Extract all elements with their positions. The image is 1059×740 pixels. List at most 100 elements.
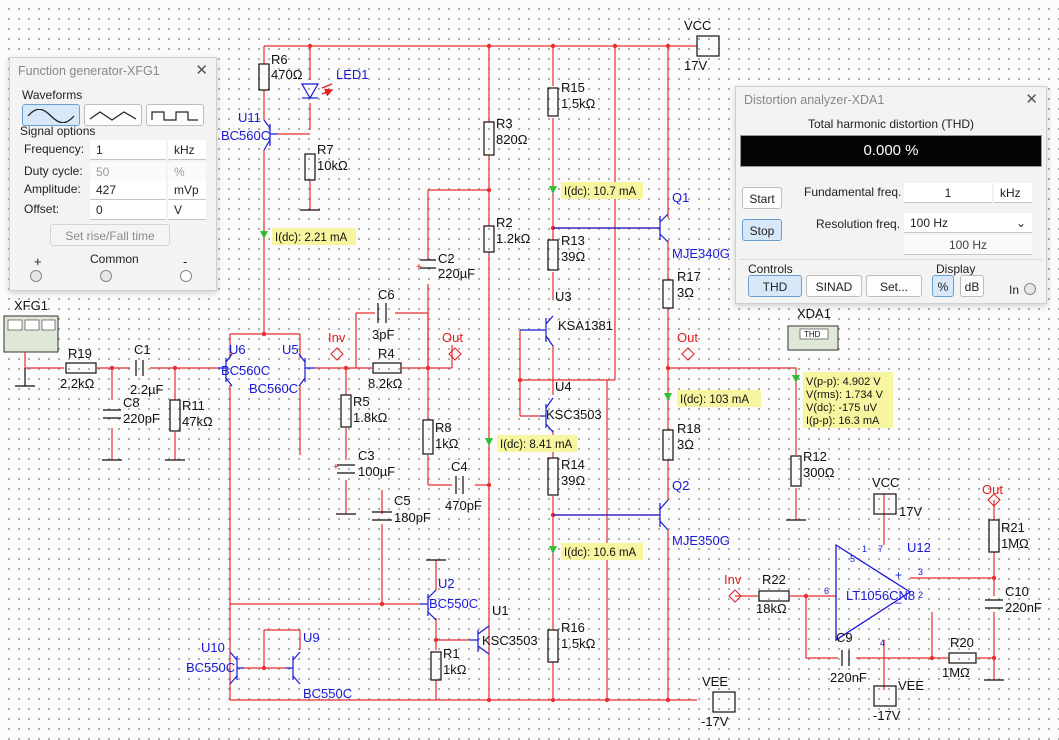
vee-right-value: -17V <box>873 708 901 723</box>
net-markers <box>330 347 1001 603</box>
stop-button[interactable]: Stop <box>742 219 782 241</box>
offset-unit[interactable]: V <box>168 200 206 220</box>
r13-val: 39Ω <box>561 249 585 264</box>
r20-ref: R20 <box>950 635 974 650</box>
r17-ref: R17 <box>677 269 701 284</box>
u12-val: LT1056CN8 <box>846 588 915 603</box>
offset-input[interactable]: 0 <box>90 200 166 220</box>
opamp-u12-symbol: 5 1 7 6 3 2 4 + – <box>824 543 923 648</box>
u2-val: BC550C <box>429 596 478 611</box>
plus-terminal-icon[interactable] <box>30 270 42 282</box>
probe-label-2: I(dc): 10.7 mA <box>564 186 637 198</box>
q1-val: MJE340G <box>672 246 730 261</box>
c6-val: 3pF <box>372 327 394 342</box>
r20-val: 1MΩ <box>942 665 970 680</box>
xfg1-instrument[interactable] <box>3 315 59 353</box>
sinad-mode-button[interactable]: SINAD <box>806 275 862 297</box>
probe-boxes <box>272 182 893 560</box>
sine-wave-button[interactable] <box>22 104 80 126</box>
c2-ref: C2 <box>438 251 455 266</box>
set-button[interactable]: Set... <box>866 275 922 297</box>
u1-ref: U1 <box>492 603 509 618</box>
function-generator-panel[interactable]: Function generator-XFG1 ✕ Waveforms Sign… <box>9 57 217 291</box>
frequency-label: Frequency: <box>24 142 85 156</box>
fg-title: Function generator-XFG1 <box>18 64 160 78</box>
minus-terminal-label: - <box>183 254 188 269</box>
duty-cycle-unit[interactable]: % <box>168 162 206 182</box>
led1-ref: LED1 <box>336 67 369 82</box>
fundamental-freq-input[interactable]: 1 <box>904 183 992 203</box>
r21-ref: R21 <box>1001 520 1025 535</box>
triangle-wave-button[interactable] <box>84 104 142 126</box>
vcc-right-name: VCC <box>872 475 899 490</box>
thd-mode-button[interactable]: THD <box>748 275 802 297</box>
c1-val: 2.2µF <box>130 382 164 397</box>
amplitude-input[interactable]: 427 <box>90 180 166 200</box>
opamp-pin-3: 3 <box>918 567 923 577</box>
common-terminal-label: Common <box>90 252 139 266</box>
probe-label-1: I(dc): 2.21 mA <box>275 232 348 244</box>
u4-ref: U4 <box>555 379 572 394</box>
r12-val: 300Ω <box>803 465 835 480</box>
r6-val: 470Ω <box>271 67 303 82</box>
r16-val: 1.5kΩ <box>561 636 596 651</box>
fg-title-bar[interactable]: Function generator-XFG1 ✕ <box>10 58 216 84</box>
fundamental-freq-unit[interactable]: kHz <box>994 183 1032 203</box>
u9-val: BC550C <box>303 686 352 701</box>
xda1-instrument[interactable] <box>787 325 839 351</box>
u3-val: KSA1381 <box>558 318 613 333</box>
capacitor-plates <box>103 259 1003 666</box>
probe-6-ipp: I(p-p): 16.3 mA <box>806 415 880 427</box>
c2-val: 220µF <box>438 266 475 281</box>
fg-close-icon[interactable]: ✕ <box>195 62 208 79</box>
duty-cycle-label: Duty cycle: <box>24 164 83 178</box>
r18-ref: R18 <box>677 421 701 436</box>
vee-right-name: VEE <box>898 678 924 693</box>
start-button[interactable]: Start <box>742 187 782 209</box>
triangle-wave-icon <box>89 111 137 121</box>
r7-val: 10kΩ <box>317 158 348 173</box>
db-display-button[interactable]: dB <box>960 275 984 297</box>
offset-label: Offset: <box>24 202 60 216</box>
probe-markers <box>260 186 800 554</box>
thd-readout: 0.000 % <box>740 135 1042 167</box>
percent-display-button[interactable]: % <box>932 275 954 297</box>
in-terminal-icon[interactable] <box>1024 283 1036 295</box>
u4-val: KSC3503 <box>546 407 602 422</box>
u11-val: BC560C <box>221 128 270 143</box>
xda1-face: THD <box>804 330 821 339</box>
da-title-bar[interactable]: Distortion analyzer-XDA1 ✕ <box>736 87 1046 113</box>
r13-ref: R13 <box>561 233 585 248</box>
r5-val: 1.8kΩ <box>353 410 388 425</box>
distortion-analyzer-panel[interactable]: Distortion analyzer-XDA1 ✕ Total harmoni… <box>735 86 1047 304</box>
r17-val: 3Ω <box>677 285 694 300</box>
r18-val: 3Ω <box>677 437 694 452</box>
opamp-pin-7: 7 <box>878 544 883 554</box>
r1-ref: R1 <box>443 646 460 661</box>
display-label: Display <box>936 262 976 276</box>
da-divider <box>740 259 1042 260</box>
common-terminal-icon[interactable] <box>100 270 112 282</box>
fundamental-freq-label: Fundamental freq. <box>804 185 902 199</box>
r14-ref: R14 <box>561 457 585 472</box>
u9-ref: U9 <box>303 630 320 645</box>
r3-ref: R3 <box>496 116 513 131</box>
r2-val: 1.2kΩ <box>496 231 531 246</box>
frequency-unit[interactable]: kHz <box>168 140 206 160</box>
q2-val: MJE350G <box>672 533 730 548</box>
u1-val: KSC3503 <box>482 633 538 648</box>
resolution-freq-select[interactable]: 100 Hz ⌄ <box>904 213 1032 233</box>
sine-wave-icon <box>27 108 75 124</box>
r19-val: 2.2kΩ <box>60 376 95 391</box>
square-wave-button[interactable] <box>146 104 204 126</box>
set-rise-fall-button[interactable]: Set rise/Fall time <box>50 224 170 246</box>
minus-terminal-icon[interactable] <box>180 270 192 282</box>
amplitude-unit[interactable]: mVp <box>168 180 206 200</box>
da-close-icon[interactable]: ✕ <box>1025 91 1038 108</box>
q2-ref: Q2 <box>672 478 689 493</box>
frequency-input[interactable]: 1 <box>90 140 166 160</box>
junctions <box>109 43 997 703</box>
c9-val: 220nF <box>830 670 867 685</box>
duty-cycle-input[interactable]: 50 <box>90 162 166 182</box>
r19-ref: R19 <box>68 346 92 361</box>
